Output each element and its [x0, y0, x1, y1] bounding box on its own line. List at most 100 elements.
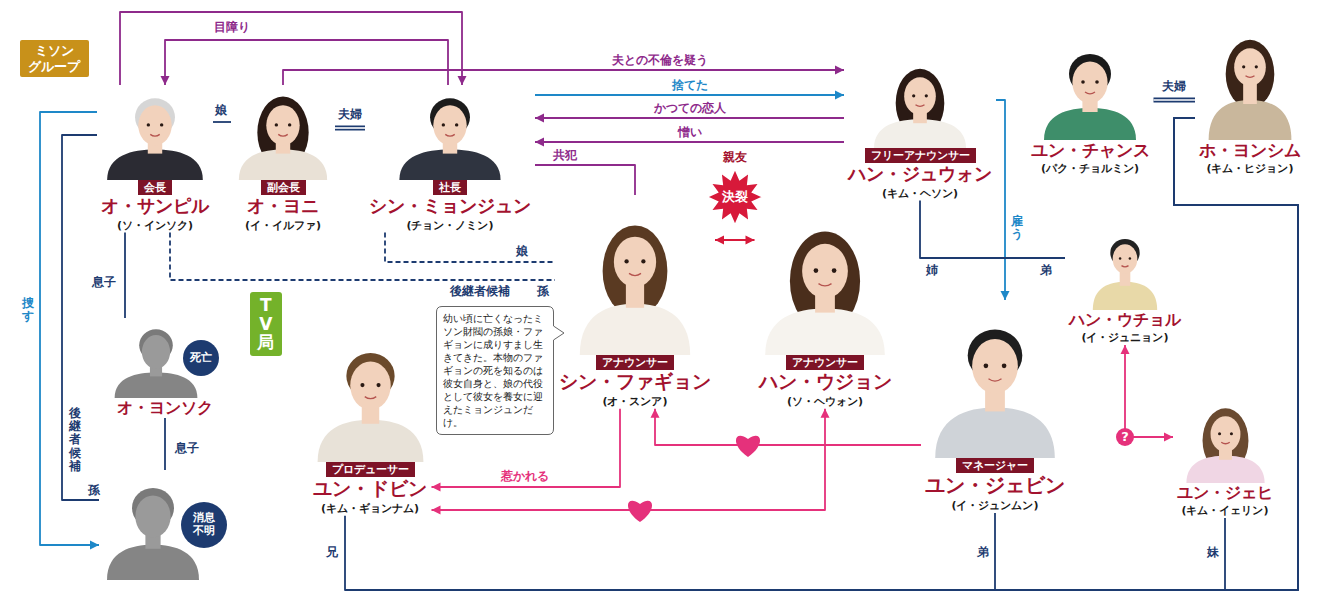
portrait-row — [559, 195, 711, 355]
label-box: 娘 — [215, 103, 227, 117]
group-region: TV局幼い頃に亡くなったミソン財閥の孫娘・ファギョンに成りすまし生きてきた。本物… — [262, 270, 915, 550]
connector — [1121, 345, 1174, 442]
label-box: かつての恋人 — [654, 101, 726, 115]
arrow-head — [835, 91, 844, 100]
actor-name: (イ・ジュニョン) — [1069, 330, 1181, 345]
connector-label: 孫 — [537, 284, 549, 298]
connector-label: 後継者候補 — [450, 284, 510, 298]
group-title: TV局 — [254, 296, 278, 352]
character-name: シン・ファギョン — [559, 370, 711, 394]
connector-line — [535, 117, 844, 119]
character-card: ハン・ウチョル(イ・ジュニョン) — [1065, 222, 1185, 345]
shoulders — [580, 304, 690, 355]
character-card: プロデューサーユン・ドビン(キム・ギョンナム) — [309, 330, 432, 516]
face — [1210, 416, 1240, 452]
group-region: ミソン グループ会長オ・サンピル(ソ・インソク)副会長オ・ヨニ(イ・イルファ)社… — [65, 72, 540, 245]
arrow-head — [432, 483, 441, 492]
region-fill — [65, 72, 540, 245]
shoulders — [1044, 108, 1136, 140]
arrow-head — [161, 76, 170, 85]
portrait — [760, 210, 890, 355]
character-name: ユン・ジェヒ — [1177, 483, 1273, 503]
portrait-row: 消息不明 — [103, 470, 227, 580]
face — [350, 361, 390, 409]
region-fill — [262, 270, 915, 550]
actor-name: (イ・ジュンムン) — [925, 498, 1065, 513]
connector — [335, 128, 365, 129]
mouth — [819, 284, 832, 286]
status-badge: 消息不明 — [181, 502, 227, 548]
actor-name: (パク・チョルミン) — [1031, 161, 1150, 176]
mouth — [1122, 266, 1129, 267]
label-box: 兄 — [326, 545, 338, 559]
connector-line — [283, 70, 844, 85]
label-box: 夫婦 — [338, 107, 362, 121]
callout-box: 幼い頃に亡くなったミソン財閥の孫娘・ファギョンに成りすまし生きてきた。本物のファ… — [436, 306, 554, 435]
character-name: ユン・チャンス — [1031, 140, 1150, 161]
eye — [912, 94, 915, 97]
label-box: 弟 — [1040, 263, 1052, 277]
connector-label: 息子 — [92, 275, 116, 289]
arrow-head — [1001, 291, 1010, 300]
label-box: 娘 — [516, 244, 528, 258]
shoulders — [317, 420, 423, 462]
actor-name: (キム・ギョンナム) — [313, 501, 428, 516]
label-box: 捨てた — [672, 78, 708, 92]
label-box: 孫 — [88, 483, 100, 497]
connector-label: 後継者候補 — [69, 407, 81, 473]
character-card: 会長オ・サンピル(ソ・インソク) — [97, 85, 213, 233]
hair-back — [1226, 40, 1275, 108]
portrait — [1040, 40, 1140, 140]
mouth — [445, 134, 455, 136]
group-title: ミソン グループ — [25, 43, 84, 74]
portrait-row — [369, 85, 531, 180]
heart-symbol — [736, 436, 760, 457]
connector-label: 姉 — [926, 263, 938, 277]
arrow-head — [535, 138, 544, 147]
label-box: 夫婦 — [1162, 79, 1186, 93]
mouth — [278, 134, 288, 136]
group-tag: TV局 — [250, 292, 282, 356]
connector — [161, 40, 449, 85]
label-box: 憎い — [678, 125, 702, 139]
connector-label: 共犯 — [553, 148, 577, 162]
connector-line — [535, 165, 635, 195]
status-badge: 死亡 — [183, 340, 219, 376]
label-box: 息子 — [175, 441, 199, 455]
arrow-head — [90, 541, 99, 550]
arrow-head — [821, 409, 830, 418]
connector-label: 兄 — [326, 545, 338, 559]
connector — [165, 418, 166, 470]
face — [266, 105, 299, 145]
connector-label: 夫との不倫を疑う — [612, 53, 708, 67]
portrait-row: 死亡 — [111, 318, 219, 398]
character-card: ホ・ヨンシム(キム・ヒジョン) — [1195, 15, 1305, 176]
eye — [1002, 363, 1007, 368]
connector — [535, 165, 635, 195]
portrait — [1183, 398, 1268, 483]
portrait — [870, 58, 970, 148]
group-tag: ミソン グループ — [20, 40, 89, 77]
actor-name: (キム・ヒジョン) — [1199, 161, 1301, 176]
portrait-row — [313, 330, 428, 462]
callout-text: 幼い頃に亡くなったミソン財閥の孫娘・ファギョンに成りすまし生きてきた。本物のファ… — [443, 312, 547, 429]
shoulders — [1093, 282, 1157, 310]
mouth — [1085, 92, 1095, 94]
character-name: ユン・ジェビン — [925, 473, 1065, 498]
connector — [995, 118, 1298, 590]
connector-line — [213, 121, 231, 123]
connector-label: 雇う — [1011, 215, 1023, 241]
connector-label: ? — [1116, 428, 1134, 446]
connector-line — [655, 409, 921, 445]
character-name: ハン・ジュウォン — [848, 163, 992, 186]
connector-line — [170, 233, 555, 281]
character-name: ハン・ウチョル — [1069, 310, 1181, 330]
eye — [1255, 65, 1258, 68]
role-tag: 社長 — [433, 180, 467, 195]
face — [972, 339, 1018, 394]
portrait-row — [101, 85, 209, 180]
connector-line — [120, 12, 462, 85]
character-name: ハン・ウジョン — [759, 370, 892, 394]
connector-label: 憎い — [678, 125, 702, 139]
connector-line — [1125, 345, 1173, 437]
